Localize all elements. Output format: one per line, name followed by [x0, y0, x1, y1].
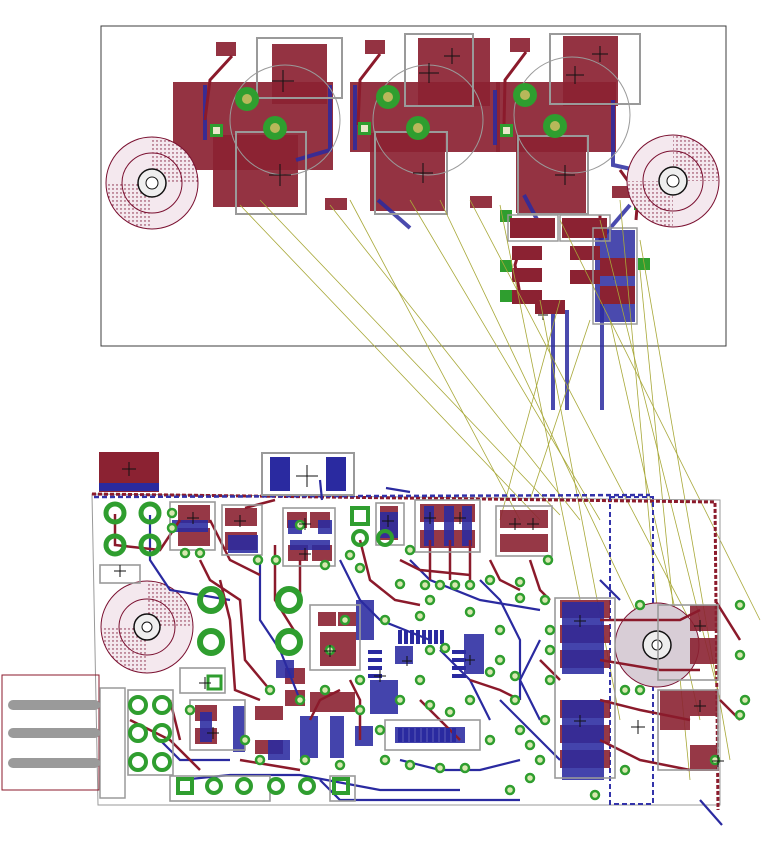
- lower-crosshairs: [114, 512, 724, 767]
- upper-pads: [210, 83, 650, 302]
- switch-footprint: [261, 452, 355, 496]
- upper-mounting-hole-left: [105, 136, 199, 230]
- lower-vias: [166, 507, 751, 801]
- lower-large-pads: [103, 501, 394, 795]
- side-connector: [1, 674, 126, 799]
- keepout-top: [93, 493, 651, 499]
- lower-pcb: [1, 452, 751, 826]
- upper-mounting-hole-right: [626, 134, 720, 228]
- upper-pcb: [100, 25, 727, 410]
- lower-mounting-hole: [100, 580, 194, 674]
- upper-board-outline: [100, 25, 727, 347]
- upper-smd-cluster: [507, 214, 638, 325]
